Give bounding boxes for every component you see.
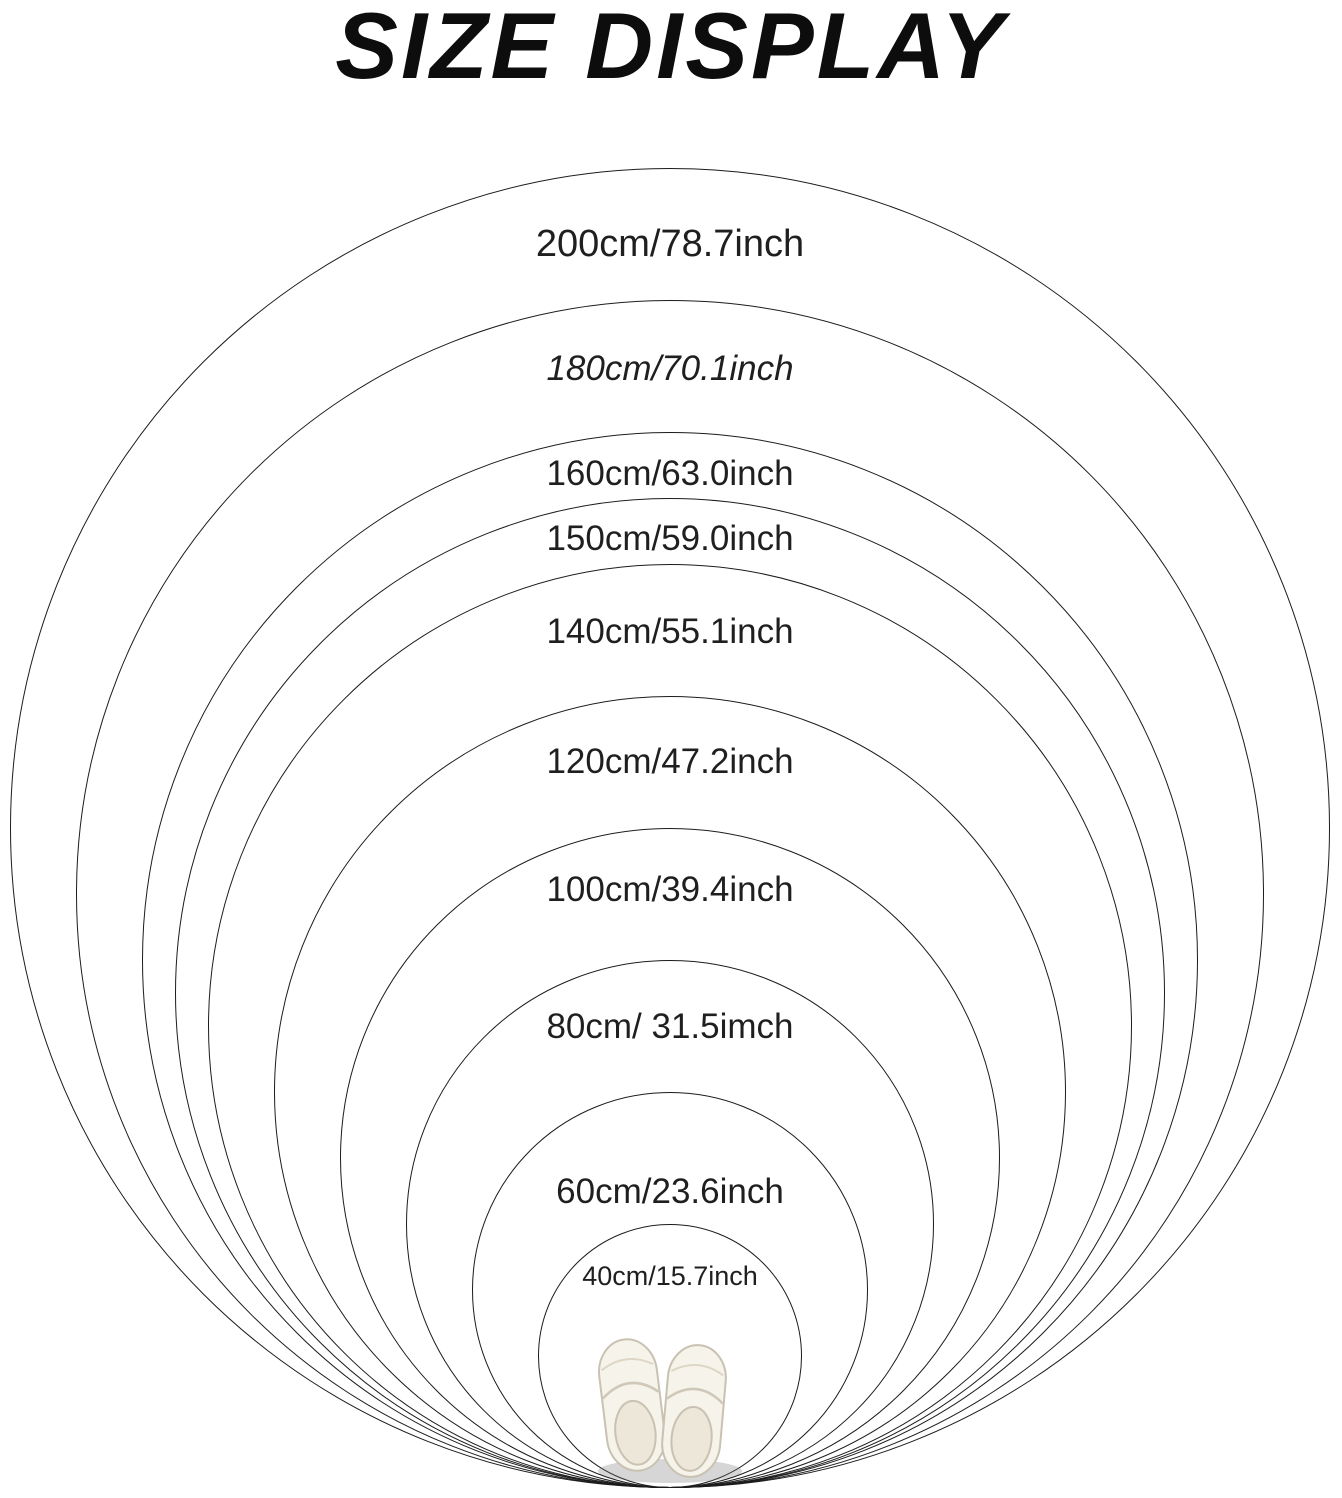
size-circle-40cm	[538, 1224, 802, 1488]
size-label-140cm: 140cm/55.1inch	[546, 612, 794, 651]
size-label-180cm: 180cm/70.1inch	[546, 349, 794, 388]
size-label-60cm: 60cm/23.6inch	[556, 1172, 784, 1211]
size-label-200cm: 200cm/78.7inch	[535, 223, 805, 265]
size-label-160cm: 160cm/63.0inch	[546, 454, 794, 493]
slippers-icon	[598, 1338, 742, 1483]
size-label-40cm: 40cm/15.7inch	[582, 1261, 758, 1291]
page-title: SIZE DISPLAY	[335, 0, 1007, 98]
size-label-150cm: 150cm/59.0inch	[546, 519, 794, 558]
size-label-80cm: 80cm/ 31.5imch	[546, 1007, 794, 1046]
size-label-100cm: 100cm/39.4inch	[546, 870, 794, 909]
size-label-120cm: 120cm/47.2inch	[546, 742, 794, 781]
